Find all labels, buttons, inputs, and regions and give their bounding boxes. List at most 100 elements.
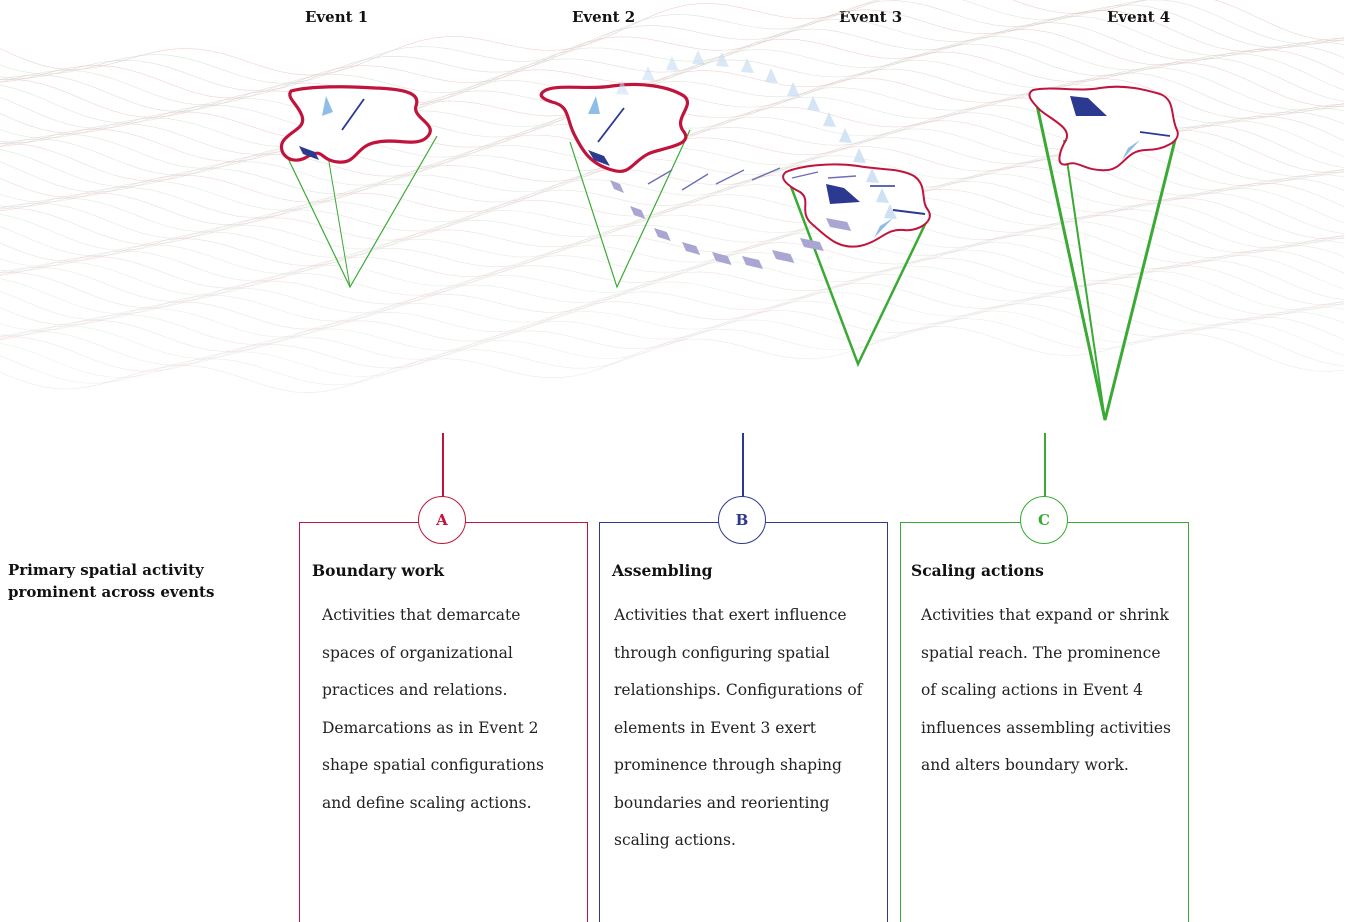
cone-event-2: [569, 129, 691, 289]
scaling-trail-triangle: [616, 80, 629, 95]
movement-trails: [610, 50, 897, 269]
boundary-event-3: [782, 163, 931, 248]
card-boundary-work: Boundary work Activities that demarcate …: [299, 522, 588, 922]
card-assembling: Assembling Activities that exert influen…: [599, 522, 888, 922]
assembling-trail-line: [751, 167, 781, 181]
scaling-trail-triangle: [853, 148, 866, 163]
spatial-events-diagram: [0, 0, 1345, 421]
mesh-line: [0, 221, 1345, 296]
mesh-line: [0, 60, 1345, 147]
scaling-trail-triangle: [876, 188, 889, 203]
boundary-event-2: [539, 82, 689, 173]
scaling-trail-triangle: [716, 52, 729, 67]
mesh-line: [0, 181, 1345, 258]
assembling-trail-mark: [772, 250, 795, 263]
mesh-line: [0, 9, 1345, 99]
assembling-line-e4: [1139, 131, 1171, 137]
assembling-trail-mark: [742, 256, 763, 269]
mesh-line: [0, 283, 1345, 352]
scaling-trail-triangle: [807, 96, 820, 111]
mesh-line: [0, 159, 1345, 239]
card-c-title: Scaling actions: [911, 561, 1044, 580]
mesh-line: [0, 173, 1345, 251]
event-1-label: Event 1: [305, 8, 369, 26]
assembling-mark-e2: [588, 150, 610, 166]
assembling-trail-line: [715, 169, 745, 185]
assembling-glyphs: [299, 96, 1171, 238]
assembling-line-e3-b: [892, 209, 926, 215]
mesh-line: [0, 303, 1345, 372]
card-c-body: Activities that expand or shrink spatial…: [921, 606, 1171, 774]
mesh-line: [0, 274, 1345, 345]
card-scaling-actions: Scaling actions Activities that expand o…: [900, 522, 1189, 922]
event-3-label: Event 3: [839, 8, 903, 26]
scaling-trail-triangle: [692, 50, 705, 65]
scaling-trail-triangle: [765, 68, 778, 83]
mesh-line: [0, 257, 1345, 330]
mesh-line: [0, 249, 1345, 322]
card-c-stem: [1044, 433, 1046, 497]
mesh-line: [0, 0, 1345, 92]
scaling-trail-triangle: [741, 58, 754, 73]
cone-event-3: [785, 175, 932, 368]
mesh-line: [0, 265, 1345, 338]
assembling-trail-line: [681, 173, 709, 191]
assembling-trail-mark: [826, 218, 852, 231]
assembling-mark-e3: [826, 184, 860, 204]
assembling-trail-mark: [800, 238, 824, 251]
scaling-trail-triangle: [866, 168, 879, 183]
mesh-line: [0, 146, 1345, 226]
assembling-trail-line: [647, 169, 673, 185]
mesh-line: [0, 36, 1345, 124]
cone-event-4-inner: [1063, 139, 1106, 421]
mesh-line: [0, 51, 1345, 140]
event-2-label: Event 2: [572, 8, 636, 26]
assembling-trail-mark: [654, 228, 671, 241]
mesh-line: [0, 296, 1345, 366]
assembling-trail-line: [827, 175, 857, 179]
scaling-triangle-e4: [1122, 140, 1140, 160]
card-a-title: Boundary work: [312, 561, 445, 580]
mesh-line: [0, 289, 1345, 359]
mesh-line: [0, 214, 1345, 289]
mesh-line: [0, 310, 1345, 378]
mesh-line: [0, 205, 1345, 282]
mesh-line: [0, 188, 1345, 267]
scaling-trail-triangle: [884, 204, 897, 219]
side-label: Primary spatial activity prominent acros…: [8, 561, 215, 601]
assembling-trail-mark: [630, 206, 646, 219]
mesh-line: [0, 326, 1345, 394]
assembling-mark-e4: [1070, 96, 1107, 116]
card-b-body: Activities that exert influence through …: [614, 606, 863, 849]
mesh-line: [0, 197, 1345, 274]
assembling-mark-e1: [299, 146, 319, 160]
scaling-trail-triangle: [642, 66, 655, 81]
mesh-line: [0, 242, 1345, 315]
mesh-line: [0, 166, 1345, 245]
cone-event-1-inner: [326, 149, 351, 288]
assembling-trail-mark: [682, 242, 701, 255]
card-a-body: Activities that demarcate spaces of orga…: [322, 606, 544, 812]
mesh-line: [0, 318, 1345, 386]
card-c-badge: C: [1020, 496, 1068, 544]
card-b-stem: [742, 433, 744, 497]
boundary-event-1: [279, 85, 432, 164]
boundary-event-4: [1028, 85, 1179, 172]
assembling-trail-line: [791, 171, 819, 179]
assembling-line-e2: [597, 107, 625, 143]
card-b-title: Assembling: [612, 561, 713, 580]
mesh-line: [0, 22, 1345, 112]
card-a-badge: A: [418, 496, 466, 544]
mesh-line: [0, 234, 1345, 309]
scaling-trail-triangle: [839, 128, 852, 143]
mesh-line: [0, 227, 1345, 302]
mesh-line: [0, 0, 1345, 76]
scaling-triangle-e3: [874, 218, 893, 238]
scaling-triangle-e2: [588, 96, 600, 114]
scaling-trail-triangle: [787, 82, 800, 97]
assembling-trail-mark: [610, 180, 624, 193]
scaling-triangle-e1: [322, 96, 333, 116]
mesh-line: [0, 0, 1345, 84]
assembling-trail-mark: [712, 252, 732, 265]
mesh-line: [0, 152, 1345, 232]
